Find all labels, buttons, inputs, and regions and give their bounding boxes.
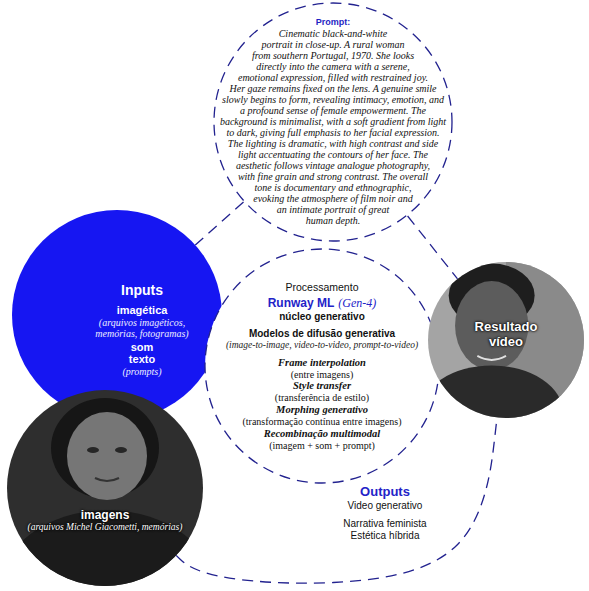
prompt-circle: Prompt:Cinematic black-and-white portrai… — [213, 2, 453, 242]
text-row: Style transfer — [210, 380, 434, 392]
text-row: (arquivos Michel Giacometti, memórias) — [20, 522, 190, 533]
inputs-circle: Inputs imagética(arquivos imagéticos, mem… — [12, 210, 222, 420]
node-text: Cinematic black-and-white portrait in cl… — [213, 28, 453, 226]
node-text: (entre imagens) — [291, 369, 353, 381]
node-text: som — [131, 341, 154, 354]
blue-disc — [12, 210, 222, 420]
dashed-outline — [214, 3, 452, 241]
node-text: (imagem + som + prompt) — [269, 440, 375, 452]
node-heading: imagens — [81, 508, 130, 522]
node-heading: Prompt: — [213, 17, 453, 28]
text-row: núcleo generativo — [210, 311, 434, 323]
text-holder: ProcessamentoRunway ML(Gen-4)núcleo gene… — [210, 281, 434, 451]
node-text: imagética — [117, 304, 168, 317]
node-text: (image-to-image, video-to-video, prompt-… — [226, 340, 418, 351]
node-text: (arquivos Michel Giacometti, memórias) — [28, 522, 183, 533]
text-holder: Resultado vídeo — [461, 320, 551, 350]
node-text: (arquivos imagéticos, memórias, fotogram… — [77, 317, 207, 340]
text-row: som — [77, 341, 207, 354]
node-heading: Resultado vídeo — [461, 320, 551, 350]
processing-circle: ProcessamentoRunway ML(Gen-4)núcleo gene… — [204, 248, 440, 484]
node-text: (Gen-4) — [338, 296, 376, 310]
text-row: (entre imagens) — [210, 369, 434, 381]
text-row: imagens — [20, 508, 190, 522]
text-row: (transformação contínua entre imagens) — [210, 416, 434, 428]
node-text: Recombinação multimodal — [264, 428, 380, 440]
node-text: Runway ML — [268, 296, 335, 310]
text-row: (imagem + som + prompt) — [210, 440, 434, 452]
text-row: Morphing generativo — [210, 404, 434, 416]
node-text: Frame interpolation — [278, 357, 366, 369]
output-label: Estética híbrida — [351, 530, 420, 542]
outputs-heading: Outputs — [360, 485, 410, 500]
text-row: Inputs — [77, 282, 207, 298]
result-photo-circle: Resultado vídeo — [428, 262, 584, 418]
text-row: (image-to-image, video-to-video, prompt-… — [210, 340, 434, 351]
portrait-photo — [420, 262, 584, 461]
text-row: (arquivos imagéticos, memórias, fotogram… — [77, 317, 207, 340]
output-label: Narrativa feminista — [343, 518, 426, 530]
text-row: Recombinação multimodal — [210, 428, 434, 440]
image-photo-circle: imagens(arquivos Michel Giacometti, memó… — [7, 390, 203, 586]
text-holder: Prompt:Cinematic black-and-white portrai… — [213, 2, 453, 242]
text-holder: Inputs imagética(arquivos imagéticos, mem… — [77, 282, 207, 378]
node-text: núcleo generativo — [279, 311, 365, 323]
text-row: Prompt: — [213, 17, 453, 28]
portrait-photo — [0, 390, 217, 591]
text-row: Modelos de difusão generativa — [210, 328, 434, 340]
node-shape — [7, 390, 203, 586]
text-row: Resultado vídeo — [461, 320, 551, 350]
node-heading: Inputs — [121, 282, 163, 298]
text-row: Processamento — [210, 281, 434, 293]
node-text: Modelos de difusão generativa — [249, 328, 395, 340]
text-row: Cinematic black-and-white portrait in cl… — [213, 28, 453, 226]
dashed-connector — [195, 202, 243, 245]
node-text: Morphing generativo — [276, 404, 368, 416]
dashed-connector — [176, 417, 497, 583]
dashed-connector — [408, 216, 458, 279]
text-row: (transferência de estilo) — [210, 392, 434, 404]
dashed-outline — [205, 249, 439, 483]
text-holder: imagens(arquivos Michel Giacometti, memó… — [20, 508, 190, 534]
node-text: (prompts) — [122, 366, 161, 378]
node-text: Style transfer — [293, 380, 351, 392]
node-text: (transferência de estilo) — [275, 392, 369, 404]
text-row: Runway ML(Gen-4) — [210, 293, 434, 311]
node-heading: Processamento — [286, 281, 359, 293]
text-row: texto — [77, 353, 207, 366]
text-row: Frame interpolation — [210, 357, 434, 369]
text-row: (prompts) — [77, 366, 207, 378]
node-text: texto — [129, 353, 155, 366]
output-label: Video generativo — [348, 500, 423, 512]
node-text: (transformação contínua entre imagens) — [242, 416, 401, 428]
text-row: imagética — [77, 304, 207, 317]
